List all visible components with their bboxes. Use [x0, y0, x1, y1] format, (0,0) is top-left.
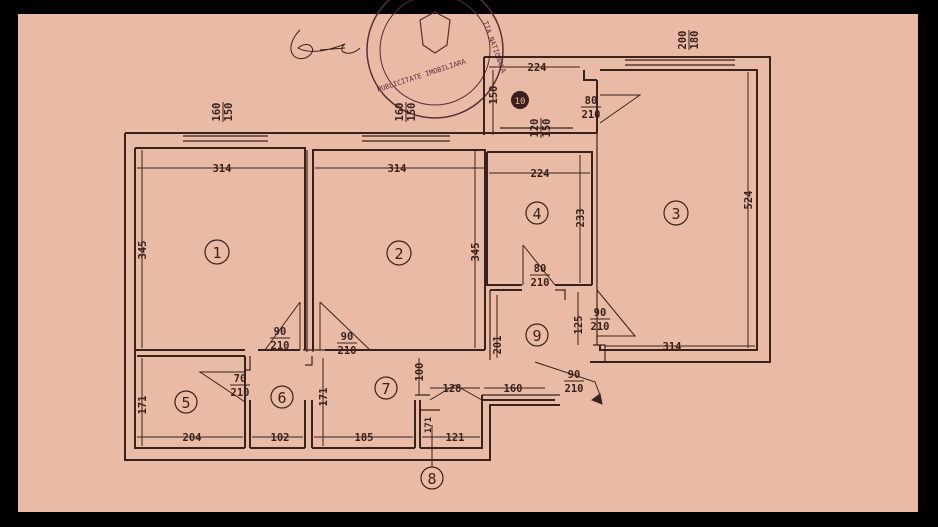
room-3-label: 3	[663, 200, 689, 226]
dimension-values: 314 314 345 345 224 233 224 150 524 314 …	[137, 62, 755, 444]
room10-length: 150	[488, 86, 500, 105]
room9-dim-b: 201	[492, 336, 504, 355]
room6-width: 102	[271, 432, 290, 444]
room2-width: 314	[388, 163, 407, 175]
room-10-label: 10	[511, 91, 529, 109]
svg-text:150: 150	[541, 119, 553, 138]
svg-text:9: 9	[532, 327, 541, 345]
room7-width: 185	[355, 432, 374, 444]
room-9-label: 9	[525, 323, 549, 347]
svg-text:4: 4	[532, 205, 541, 223]
room1-width: 314	[213, 163, 232, 175]
svg-text:200: 200	[677, 31, 689, 50]
dimension-lines	[137, 66, 755, 446]
svg-text:90: 90	[594, 307, 607, 319]
room-7-label: 7	[374, 376, 398, 400]
room10-width: 224	[528, 62, 547, 74]
room-5-label: 5	[174, 390, 198, 414]
svg-text:210: 210	[231, 387, 250, 399]
svg-text:120: 120	[529, 119, 541, 138]
svg-text:150: 150	[406, 103, 418, 122]
svg-text:7: 7	[381, 380, 390, 398]
svg-text:10: 10	[515, 97, 526, 107]
svg-text:210: 210	[531, 277, 550, 289]
room4-length: 233	[575, 209, 587, 228]
svg-text:90: 90	[341, 331, 354, 343]
svg-text:5: 5	[181, 394, 190, 412]
svg-text:210: 210	[271, 340, 290, 352]
svg-text:6: 6	[277, 389, 286, 407]
room3-length: 524	[743, 191, 755, 210]
room2-length: 345	[470, 243, 482, 262]
svg-text:90: 90	[568, 369, 581, 381]
door-swings	[198, 94, 642, 405]
svg-text:150: 150	[223, 103, 235, 122]
svg-text:160: 160	[394, 103, 406, 122]
room5-width: 204	[183, 432, 202, 444]
svg-text:8: 8	[427, 470, 436, 488]
room-6-label: 6	[270, 385, 294, 409]
room5-length: 171	[137, 396, 149, 415]
room8-length: 171	[424, 417, 434, 433]
paper	[18, 14, 918, 512]
room7-dim-b: 100	[414, 363, 426, 382]
svg-text:160: 160	[211, 103, 223, 122]
svg-text:80: 80	[534, 263, 547, 275]
hall-dim-b: 160	[504, 383, 523, 395]
signature	[290, 29, 361, 60]
room7-length: 171	[318, 388, 330, 407]
svg-text:2: 2	[394, 245, 403, 263]
room8-width: 121	[446, 432, 465, 444]
room4-width: 224	[531, 168, 550, 180]
room9-dim-a: 125	[573, 316, 585, 335]
svg-text:210: 210	[582, 109, 601, 121]
svg-text:90: 90	[274, 326, 287, 338]
svg-text:1: 1	[212, 244, 221, 262]
walls	[124, 56, 771, 461]
svg-text:80: 80	[585, 95, 598, 107]
room-2-label: 2	[386, 240, 412, 266]
room-1-label: 1	[204, 239, 230, 265]
room-8-label: 8	[420, 425, 444, 490]
hall-dim-a: 128	[443, 383, 462, 395]
svg-text:70: 70	[234, 373, 247, 385]
svg-text:3: 3	[671, 205, 680, 223]
svg-text:180: 180	[689, 31, 701, 50]
room3-width: 314	[663, 341, 682, 353]
room-4-label: 4	[525, 201, 549, 225]
svg-text:210: 210	[591, 321, 610, 333]
svg-text:210: 210	[338, 345, 357, 357]
room-labels: 1 2 3 4 5 6 7 8 9 10	[174, 91, 689, 490]
svg-text:210: 210	[565, 383, 584, 395]
room1-length: 345	[137, 241, 149, 260]
